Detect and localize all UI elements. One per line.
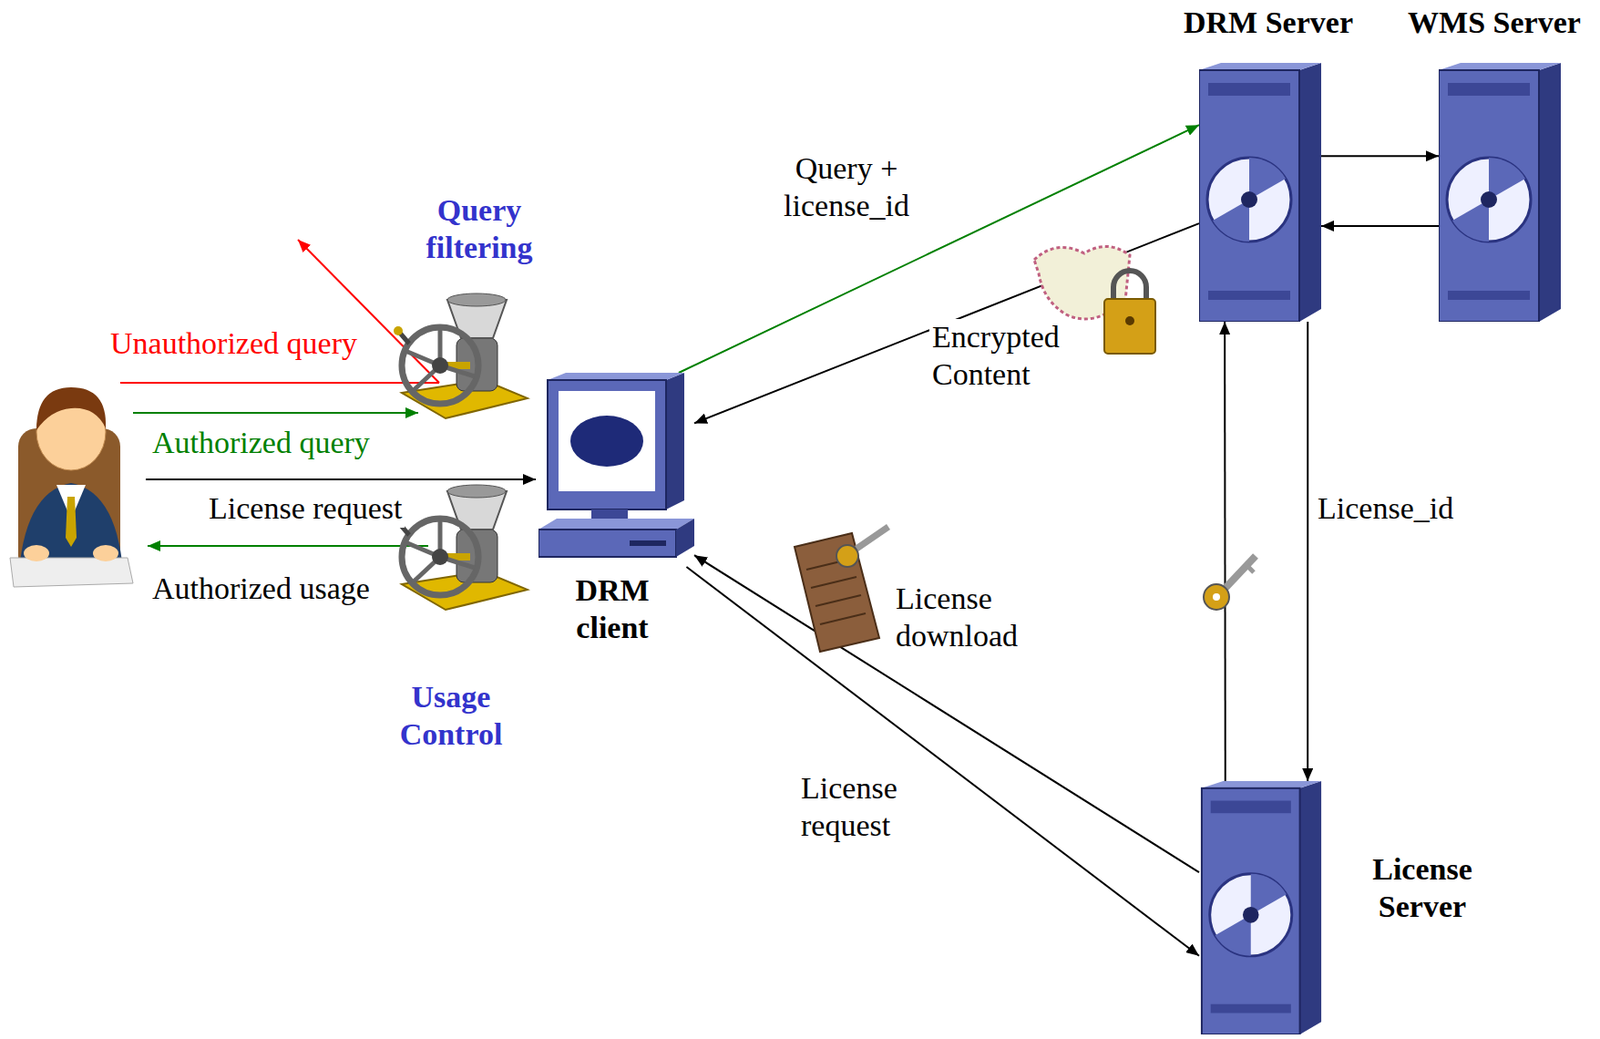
edge-label: Query + license_id <box>759 150 934 226</box>
edge-label: Encrypted Content <box>929 318 1076 394</box>
grinder-icon <box>393 293 528 419</box>
request-arrow <box>145 478 536 481</box>
node-title: Query filtering <box>401 192 557 267</box>
node-title: License Server <box>1353 851 1491 926</box>
icon-node: DRM Server <box>1199 62 1322 322</box>
key-icon <box>1203 555 1256 610</box>
flow-arrow <box>1321 154 1439 157</box>
flow-arrow <box>1321 225 1439 227</box>
user-arrows <box>120 239 536 546</box>
flow-label: Unauthorized query <box>107 325 360 363</box>
server-icon <box>1199 62 1322 322</box>
edge-label: License_id <box>1314 490 1470 528</box>
icon-node: Usage Control <box>392 479 531 623</box>
flow-arrow <box>694 554 1200 872</box>
authorized-arrow <box>133 411 419 414</box>
flow-arrow <box>1306 321 1309 781</box>
node-title: Usage Control <box>378 678 524 754</box>
server-icon <box>1438 62 1561 322</box>
node-title: WMS Server <box>1396 4 1592 42</box>
license-document-icon <box>794 526 889 652</box>
usage-arrow <box>147 544 429 547</box>
icon-node: DRM client <box>538 372 695 567</box>
flow-arrow <box>686 566 1200 956</box>
node-title: DRM Server <box>1170 4 1366 42</box>
flow-arrow <box>694 223 1200 423</box>
flow-arrow <box>1223 321 1227 781</box>
user-figure <box>10 387 134 587</box>
icon-node: License Server <box>1199 780 1324 1035</box>
edge-label: License request <box>798 769 935 845</box>
flow-label: Authorized usage <box>149 570 373 608</box>
icon-node: WMS Server <box>1438 62 1561 322</box>
flow-label: License request <box>205 490 405 528</box>
node-title: DRM client <box>548 572 677 647</box>
edge-label: License download <box>892 580 1048 656</box>
server-icon <box>1201 780 1322 1035</box>
grinder-icon <box>393 484 528 610</box>
unauthorized-line <box>120 381 440 384</box>
computer-icon <box>538 372 695 557</box>
icon-node: Query filtering <box>392 290 531 429</box>
flow-label: Authorized query <box>149 424 373 462</box>
